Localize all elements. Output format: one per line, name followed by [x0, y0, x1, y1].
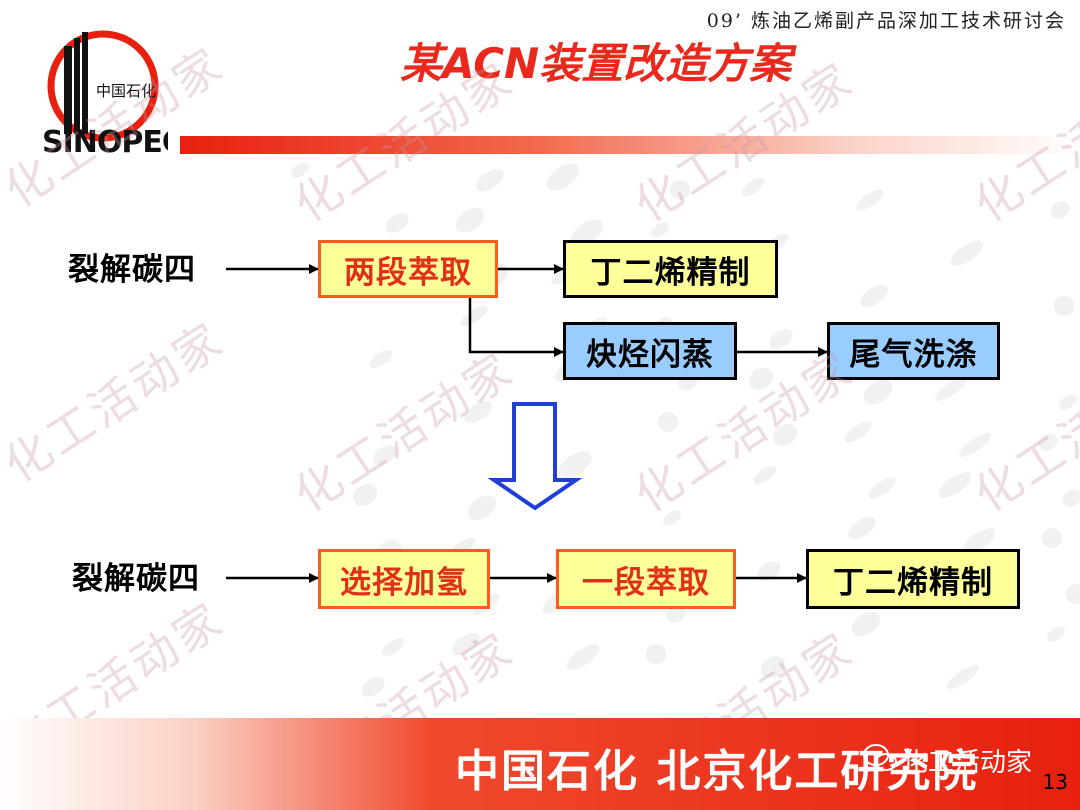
background-dot: [385, 213, 409, 233]
arrow-extraction-to-flash: [468, 297, 564, 357]
background-dot: [848, 516, 876, 540]
background-dot: [460, 305, 488, 327]
background-dot: [546, 163, 580, 191]
background-dot: [670, 180, 690, 201]
box-one-stage-extraction: 一段萃取: [556, 549, 736, 609]
background-dot: [860, 284, 888, 308]
box-butadiene-refining: 丁二烯精制: [563, 240, 778, 298]
background-dot: [658, 412, 678, 432]
background-dot: [868, 477, 896, 499]
down-arrow-icon: [487, 402, 583, 511]
background-dot: [455, 207, 485, 233]
brand-name: 化工活动家: [902, 748, 1033, 778]
background-dot: [651, 222, 669, 238]
background-dot: [373, 445, 397, 465]
background-dot: [757, 561, 781, 581]
box-butadiene-refining-2: 丁二烯精制: [806, 549, 1020, 609]
background-dot: [291, 162, 309, 178]
background-dot: [1066, 584, 1080, 604]
slide-title: 某ACN装置改造方案: [400, 39, 792, 88]
background-dot: [381, 638, 405, 656]
footer-bar: [0, 718, 1080, 810]
background-dot: [760, 655, 786, 679]
background-dot: [558, 451, 592, 479]
background-dot: [1050, 201, 1070, 219]
footer-org: 中国石化 北京化工研究院: [455, 746, 979, 797]
background-dot: [566, 644, 600, 670]
feed-label-before: 裂解碳四: [68, 252, 196, 288]
background-dot: [1042, 528, 1062, 548]
feed-label-after: 裂解碳四: [72, 561, 200, 597]
background-dot: [666, 605, 686, 623]
background-dot: [1059, 394, 1077, 410]
background-dot: [947, 665, 979, 689]
background-dot: [772, 423, 798, 447]
svg-text:SINOPEC: SINOPEC: [42, 125, 168, 159]
title-underline-bar: [180, 136, 1080, 154]
background-dot: [753, 466, 777, 484]
box-alkyne-flash: 炔烃闪蒸: [563, 322, 737, 380]
background-dot: [464, 400, 492, 424]
background-dot: [476, 168, 504, 192]
background-dot: [851, 611, 881, 637]
background-dot: [863, 379, 893, 405]
background-dot: [769, 329, 793, 349]
background-dot: [844, 421, 872, 443]
background-dot: [1047, 626, 1065, 642]
wechat-icon: [863, 744, 897, 771]
background-dot: [748, 367, 774, 391]
background-dot: [935, 377, 967, 401]
background-dot: [959, 433, 991, 457]
background-dot: [570, 219, 604, 247]
box-selective-hydrogenation: 选择加氢: [318, 549, 490, 609]
background-dot: [361, 677, 385, 697]
box-tail-gas-scrubbing: 尾气洗涤: [827, 322, 1000, 380]
background-dot: [1054, 296, 1074, 316]
page-number: 13: [1042, 770, 1068, 794]
background-dot: [1062, 489, 1080, 507]
box-two-stage-extraction: 两段萃取: [318, 240, 498, 298]
svg-text:中国石化: 中国石化: [96, 82, 156, 100]
background-dot: [938, 472, 972, 498]
background-dot: [962, 528, 996, 554]
background-dot: [950, 240, 984, 266]
sinopec-logo: 中国石化 SINOPEC: [42, 30, 168, 159]
background-dot: [741, 178, 765, 196]
background-dot: [663, 510, 681, 526]
background-dot: [369, 350, 393, 368]
background-dot: [467, 495, 497, 521]
background-dot: [452, 632, 480, 656]
background-dot: [856, 189, 884, 211]
background-dot: [352, 483, 378, 507]
background-dot: [1038, 433, 1058, 451]
background-dot: [646, 644, 666, 664]
conference-title: 09’ 炼油乙烯副产品深加工技术研讨会: [706, 10, 1066, 32]
